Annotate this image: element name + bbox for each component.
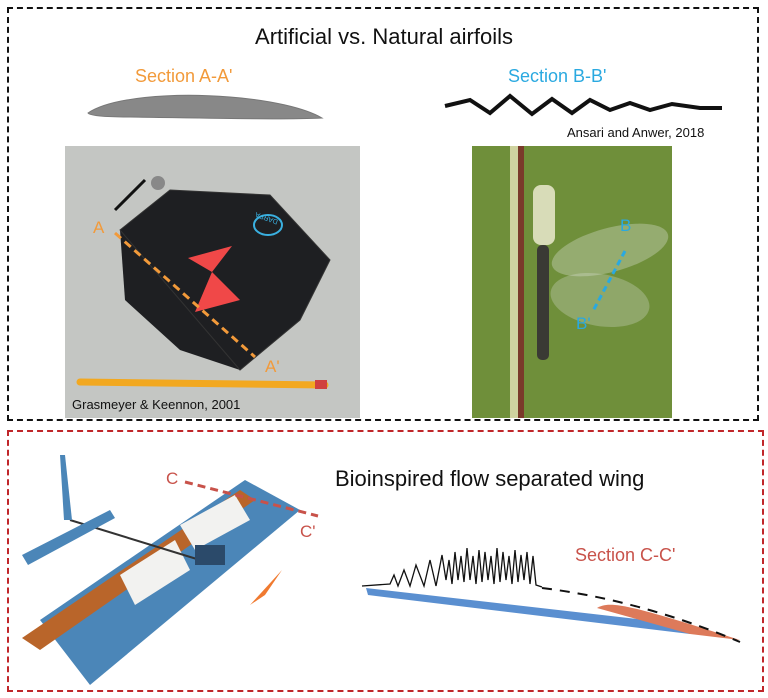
marker-a: A xyxy=(93,218,105,237)
artificial-vs-natural-panel xyxy=(7,7,759,421)
marker-b: B xyxy=(620,216,632,235)
marker-c-prime: C' xyxy=(300,522,316,541)
bioinspired-plane-photo xyxy=(22,455,319,685)
artificial-airfoil-shape xyxy=(87,94,324,120)
marker-b-prime: B' xyxy=(576,314,591,333)
citation-ansari: Ansari and Anwer, 2018 xyxy=(567,125,705,140)
section-a-label: Section A-A' xyxy=(135,66,233,86)
dragonfly-photo xyxy=(472,146,672,418)
marker-c: C xyxy=(166,469,179,488)
natural-airfoil-shape xyxy=(444,93,722,117)
bottom-panel-title: Bioinspired flow separated wing xyxy=(335,466,645,491)
separated-flow-sketch xyxy=(361,547,741,643)
citation-grasmeyer: Grasmeyer & Keennon, 2001 xyxy=(72,397,241,412)
bioinspired-wing-panel xyxy=(7,430,764,692)
marker-a-prime: A' xyxy=(265,357,280,376)
turbulent-flow-line xyxy=(361,547,543,589)
section-c-label: Section C-C' xyxy=(575,545,676,565)
top-panel-title: Artificial vs. Natural airfoils xyxy=(255,24,513,49)
micro-air-vehicle-photo xyxy=(65,146,360,418)
section-b-label: Section B-B' xyxy=(508,66,607,86)
